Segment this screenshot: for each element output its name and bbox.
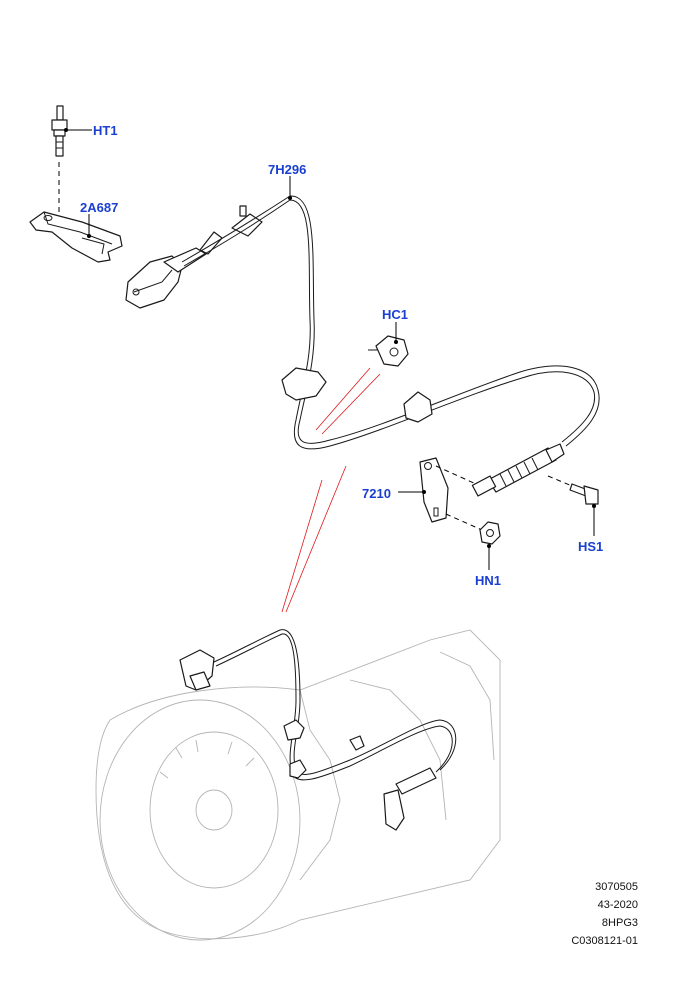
callout-hs1: HS1 [578, 539, 604, 554]
hc1-leader-dot [394, 340, 398, 344]
callout-7h296: 7H296 [268, 162, 307, 177]
callout-hn1: HN1 [475, 573, 502, 588]
transmission-housing [95, 629, 501, 941]
hs1-leader-dot [592, 504, 596, 508]
stud-bolt-part [51, 105, 68, 157]
harness-clip-upper [281, 367, 327, 401]
selector-lever-part [419, 457, 449, 523]
callout-7210: 7210 [362, 486, 391, 501]
reference-line-1: 3070505 [595, 881, 638, 893]
lever-dashed-axis-2 [445, 513, 483, 531]
lever-dashed-axis-1 [435, 465, 477, 485]
7h296-leader-dot [288, 196, 292, 200]
2a687-leader-dot [87, 234, 91, 238]
mounting-bracket-part [29, 211, 123, 263]
callout-2a687: 2A687 [80, 200, 119, 215]
harness-clip-mid [403, 391, 433, 423]
hn1-leader-dot [487, 544, 491, 548]
7210-leader-dot [422, 490, 426, 494]
harness-cable-edge [183, 199, 596, 450]
reference-line-4: C0308121-01 [571, 935, 638, 947]
cable-clip-part [368, 335, 409, 367]
callout-ht1: HT1 [93, 123, 118, 138]
ht1-leader-dot [64, 128, 68, 132]
harness-connector-part [125, 205, 263, 309]
callout-hc1: HC1 [382, 307, 409, 322]
reference-line-3: 8HPG3 [601, 917, 638, 929]
reference-line-2: 43-2020 [597, 899, 638, 911]
installed-harness [179, 629, 457, 831]
screw-part [547, 475, 599, 505]
harness-cable [181, 195, 600, 447]
selector-cable-end-part [471, 443, 565, 497]
nut-part [479, 521, 501, 545]
location-leader-lines [281, 367, 381, 613]
reference-codes: 3070505 43-2020 8HPG3 C0308121-01 [571, 878, 638, 950]
